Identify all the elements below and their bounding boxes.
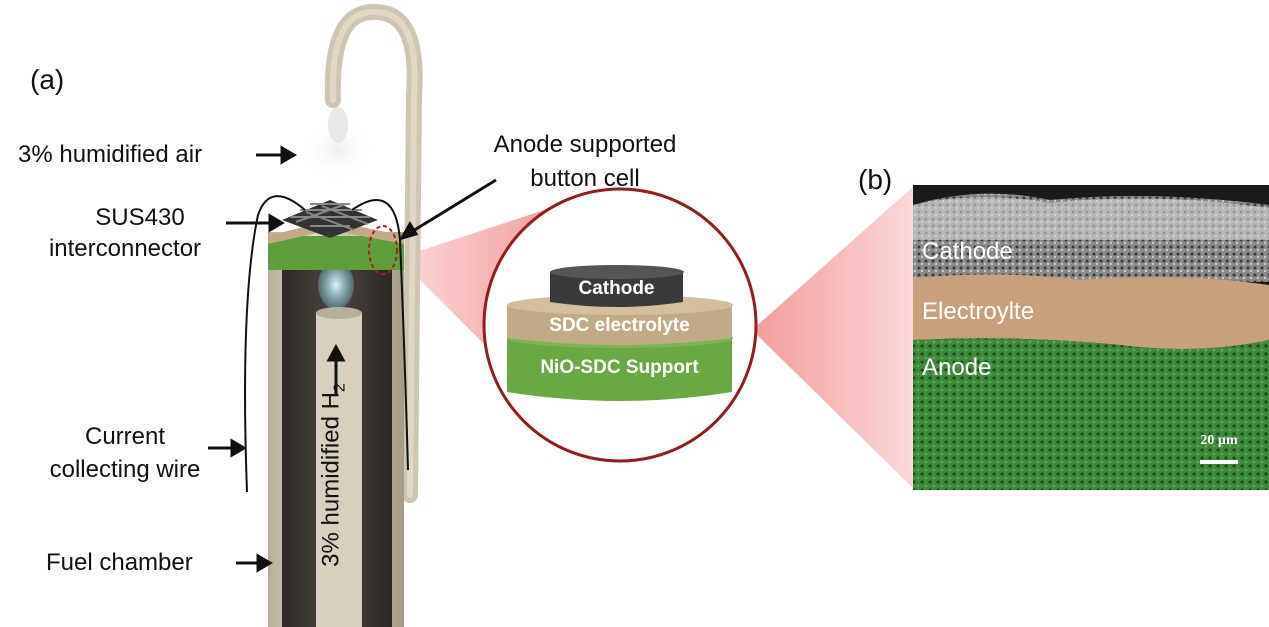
sem-anode-label: Anode xyxy=(922,354,992,381)
inset-electrolyte-label: SDC electrolyte xyxy=(549,315,690,336)
cell-edge-marker xyxy=(368,225,398,275)
scale-bar-label: 20 µm xyxy=(1200,433,1238,448)
h2-jet xyxy=(318,261,354,309)
interconnector-label-line1: SUS430 xyxy=(95,204,185,231)
cell-layers xyxy=(507,265,733,401)
current-collecting-wire xyxy=(244,195,306,493)
inset-cathode-label: Cathode xyxy=(578,278,655,299)
panel-b-tag: (b) xyxy=(858,164,893,195)
panel-a-tag: (a) xyxy=(30,64,65,95)
inset-support-label: NiO-SDC Support xyxy=(540,357,699,378)
wire-label-line2: collecting wire xyxy=(49,456,201,483)
sem-image xyxy=(913,185,1269,490)
air-label: 3% humidified air xyxy=(18,141,203,168)
sem-electrolyte-label: Electroylte xyxy=(922,298,1035,325)
fuel-chamber-label: Fuel chamber xyxy=(46,549,193,576)
cell-label-line1: Anode supported xyxy=(493,131,677,158)
air-cloud xyxy=(302,118,374,182)
annotation-arrows xyxy=(208,145,497,573)
wire-label-line1: Current xyxy=(84,423,166,450)
sem-cathode-label: Cathode xyxy=(922,238,1013,265)
cell-label-line2: button cell xyxy=(530,165,640,192)
fuel-inner-pipe xyxy=(316,312,362,627)
zoom-cone-right xyxy=(752,185,915,490)
h2-label-subscript: 2 xyxy=(331,383,349,393)
h2-label-text: 3% humidified H xyxy=(317,392,345,567)
interconnector-grid xyxy=(282,200,378,238)
interconnector-label-line2: interconnector xyxy=(48,235,202,262)
